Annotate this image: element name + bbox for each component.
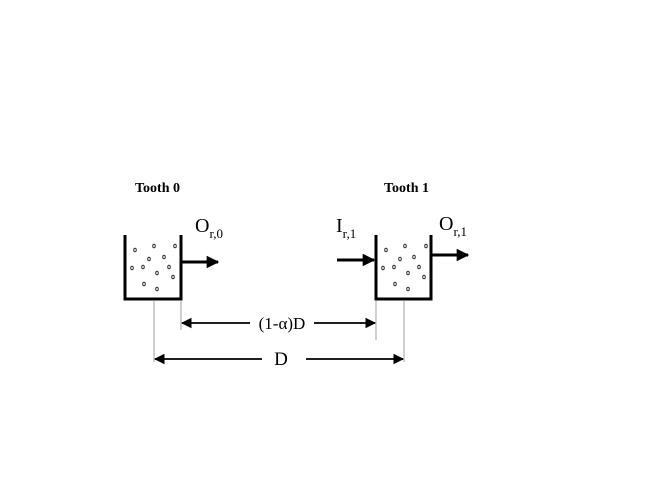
particle (155, 286, 159, 292)
particle (392, 264, 396, 270)
particle (133, 247, 137, 253)
dimension-inner-suffix: )D (287, 314, 305, 333)
tooth-1-outflow-label: Or,1 (439, 213, 467, 239)
dimension-outer: D (153, 349, 405, 370)
particle (381, 265, 385, 271)
particle (147, 256, 151, 262)
tooth-0-particles (130, 243, 177, 292)
tooth-1-outflow-subscript: r,1 (453, 224, 467, 239)
tooth-1-inflow-label: Ir,1 (336, 215, 356, 241)
particle (171, 274, 175, 280)
tooth-0-outflow-label: Or,0 (195, 215, 223, 241)
tooth-1-container (374, 235, 433, 301)
tooth-0-container (123, 235, 183, 301)
alpha-symbol: α (278, 314, 287, 333)
particle (173, 243, 177, 249)
dimension-inner-label: (1-α)D (259, 314, 306, 333)
particle (130, 265, 134, 271)
tooth-1: Tooth 1 Ir,1 Or,1 (336, 181, 470, 301)
particle (141, 264, 145, 270)
tooth-0: Tooth 0 Or,0 (123, 181, 223, 301)
particle (406, 286, 410, 292)
tooth-1-label: Tooth 1 (384, 181, 429, 196)
particle (162, 254, 166, 260)
tooth-1-outflow-symbol: O (439, 213, 453, 235)
particle (424, 243, 428, 249)
particle (417, 264, 421, 270)
particle (403, 243, 407, 249)
particle (152, 243, 156, 249)
particle (167, 264, 171, 270)
particle (384, 247, 388, 253)
tooth-1-inflow-symbol: I (336, 215, 343, 237)
tooth-0-outflow-symbol: O (195, 215, 209, 237)
extension-lines (153, 301, 405, 362)
particle (406, 270, 410, 276)
particle (142, 281, 146, 287)
tooth-0-outflow-subscript: r,0 (209, 226, 223, 241)
tooth-1-particles (381, 243, 428, 292)
particle (412, 254, 416, 260)
tooth-1-inflow-subscript: r,1 (343, 226, 357, 241)
dimension-outer-label: D (274, 349, 288, 370)
dimension-inner-prefix: (1- (259, 314, 279, 333)
dimension-inner: (1-α)D (180, 314, 377, 333)
particle (422, 274, 426, 280)
tooth-0-label: Tooth 0 (135, 181, 180, 196)
particle (155, 270, 159, 276)
particle (398, 256, 402, 262)
particle (393, 281, 397, 287)
